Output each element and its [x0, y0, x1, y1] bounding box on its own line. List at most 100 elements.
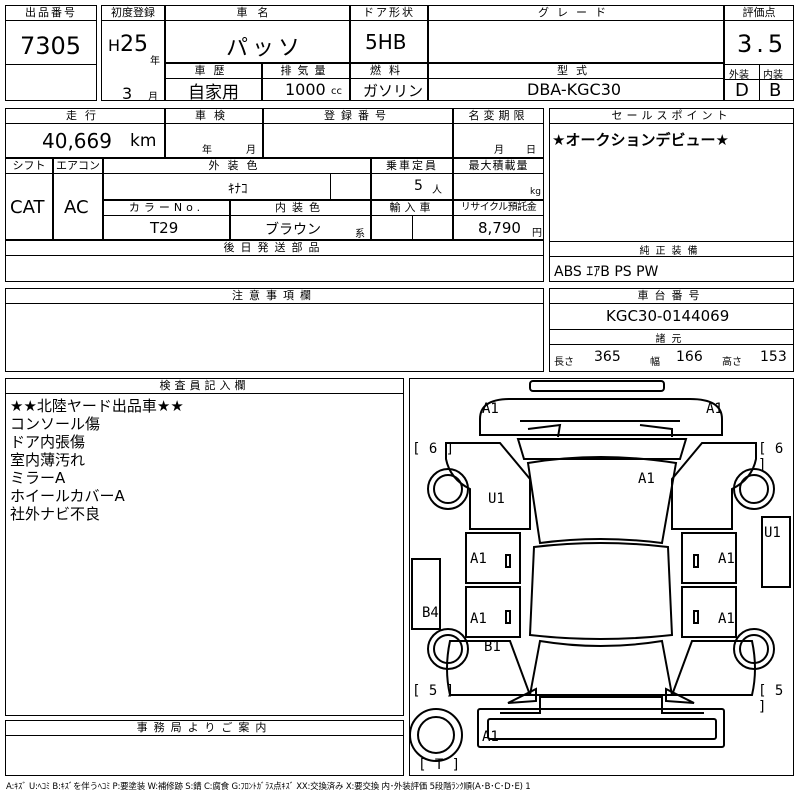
office-box: 事務局よりご案内 — [5, 720, 404, 776]
chassis-box: 車台番号 KGC30-0144069 諸元 長さ 365 幅 166 高さ 15… — [549, 288, 794, 372]
interior-color-box: 内装色 ブラウン 系 — [230, 200, 371, 240]
max-load-unit: kg — [530, 187, 541, 197]
inspector-note: コンソール傷 — [10, 415, 101, 433]
legend-footer: A:ｷｽﾞ U:ﾍｺﾐ B:ｷｽﾞを伴うﾍｺﾐ P:要塗装 W:補修跡 S:錆 … — [6, 782, 531, 792]
height: 153 — [760, 349, 787, 365]
genuine-equipment-label: 純正装備 — [639, 246, 704, 257]
history-label: 車歴 — [166, 64, 261, 79]
shift-box: シフト CAT — [5, 158, 53, 240]
color-number: T29 — [150, 219, 179, 237]
inspector-note: ドア内張傷 — [10, 433, 86, 451]
tire-front-left: [ 6 ] — [412, 441, 455, 457]
mileage-unit: km — [130, 131, 157, 151]
chassis-label: 車台番号 — [550, 289, 793, 304]
capacity-label: 乗車定員 — [372, 159, 452, 174]
name-change-month-unit: 月 — [494, 145, 504, 156]
capacity-box: 乗車定員 5 人 — [371, 158, 453, 200]
lot-number: 7305 — [20, 32, 82, 60]
import-box: 輸入車 — [371, 200, 453, 240]
mileage-box: 走行 40,669 km — [5, 108, 165, 158]
mark-roof: A1 — [638, 471, 655, 487]
car-diagram: A1 A1 A1 U1 U1 A1 A1 A1 A1 B4 B1 A1 [ 6 … — [409, 378, 794, 776]
mark-left-fender: U1 — [488, 491, 505, 507]
max-load-box: 最大積載量 kg — [453, 158, 544, 200]
mark-right-rear-door: A1 — [718, 611, 735, 627]
vehicle-history: 自家用 — [188, 83, 239, 103]
interior-color-unit: 系 — [355, 229, 365, 240]
era: H — [108, 36, 121, 55]
exterior-color-label: 外装色 — [104, 159, 370, 174]
history-box: 車歴 自家用 — [165, 63, 262, 103]
displacement-box: 排気量 1000 cc — [262, 63, 350, 101]
model-code: DBA-KGC30 — [527, 80, 622, 99]
door-label: ドア形状 — [351, 6, 427, 21]
mark-front-left: A1 — [482, 401, 499, 417]
length: 365 — [594, 349, 621, 365]
interior-color-label: 内装色 — [231, 201, 370, 216]
later-parts-label: 後日発送部品 — [6, 241, 543, 256]
year-unit: 年 — [150, 56, 160, 67]
inspection-month-unit: 月 — [246, 145, 256, 156]
length-label: 長さ — [554, 357, 574, 368]
spec-label: 諸元 — [655, 334, 688, 345]
car-name-box: 車名 パッソ — [165, 5, 350, 63]
office-label: 事務局よりご案内 — [6, 721, 403, 736]
fuel-box: 燃料 ガソリン — [350, 63, 428, 101]
grade-box: グレード — [428, 5, 724, 63]
recycle-unit: 円 — [532, 228, 542, 239]
mark-rear: A1 — [482, 729, 499, 745]
sales-point-box: セールスポイント ★オークションデビュー★ 純正装備 ABS ｴｱB PS PW — [549, 108, 794, 282]
recycle-box: リサイクル預託金 8,790 円 — [453, 200, 544, 240]
registration-month: 3 — [122, 84, 133, 103]
capacity-unit: 人 — [432, 185, 442, 196]
inspector-note: 室内薄汚れ — [10, 451, 86, 469]
shift: CAT — [10, 197, 45, 218]
inspection-year-unit: 年 — [202, 145, 212, 156]
mark-right-front-door: A1 — [718, 551, 735, 567]
displacement: 1000 — [285, 80, 326, 99]
exterior-grade: D — [735, 80, 749, 101]
registration-number-box: 登録番号 — [263, 108, 453, 158]
inspector-label: 検査員記入欄 — [6, 379, 403, 394]
ac-box: エアコン AC — [53, 158, 103, 240]
mark-left-rear-door: A1 — [470, 611, 487, 627]
lot-number-label: 出品番号 — [6, 6, 96, 21]
score-label: 評価点 — [725, 6, 793, 21]
first-registration-box: 初度登録 H 25 年 3 月 — [101, 5, 165, 103]
car-outline — [410, 380, 791, 762]
mark-left-rocker: B4 — [422, 605, 439, 621]
name-change-label: 名変期限 — [454, 109, 543, 124]
tire-rear-left: [ 5 ] — [412, 683, 455, 699]
inspection-box: 車検 年 月 — [165, 108, 263, 158]
mark-right-fender: U1 — [764, 525, 781, 541]
model-label: 型式 — [429, 64, 723, 79]
grade-label: グレード — [429, 6, 723, 21]
recycle-label: リサイクル預託金 — [454, 201, 543, 216]
inspector-note: ★★北陸ヤード出品車★★ — [10, 397, 184, 415]
color-number-box: カラーNo. T29 — [103, 200, 230, 240]
interior-color: ブラウン — [265, 222, 321, 238]
sales-point: ★オークションデビュー★ — [552, 131, 729, 149]
passenger-capacity: 5 — [414, 178, 423, 194]
model-box: 型式 DBA-KGC30 — [428, 63, 724, 101]
inspector-box: 検査員記入欄 ★★北陸ヤード出品車★★ コンソール傷 ドア内張傷 室内薄汚れ ミ… — [5, 378, 404, 716]
genuine-equipment: ABS ｴｱB PS PW — [554, 264, 659, 280]
width: 166 — [676, 349, 703, 365]
mark-front-right: A1 — [706, 401, 723, 417]
max-load-label: 最大積載量 — [454, 159, 543, 174]
mark-left-rear-fender: B1 — [484, 639, 501, 655]
car-name-label: 車名 — [166, 6, 349, 21]
shift-label: シフト — [6, 159, 52, 174]
chassis-number: KGC30-0144069 — [606, 307, 730, 325]
interior-label: 内装 — [763, 70, 783, 81]
inspector-note: 社外ナビ不良 — [10, 505, 101, 523]
month-unit: 月 — [148, 92, 158, 103]
inspection-label: 車検 — [166, 109, 262, 124]
door-type: 5HB — [365, 30, 407, 54]
import-label: 輸入車 — [372, 201, 452, 216]
lot-number-box: 出品番号 7305 — [5, 5, 97, 101]
tire-rear-right: [ 5 ] — [758, 683, 784, 715]
inspector-note: ホイールカバーA — [10, 487, 125, 505]
displacement-label: 排気量 — [263, 64, 349, 79]
score-box: 評価点 3.5 外装 内装 D B — [724, 5, 794, 101]
